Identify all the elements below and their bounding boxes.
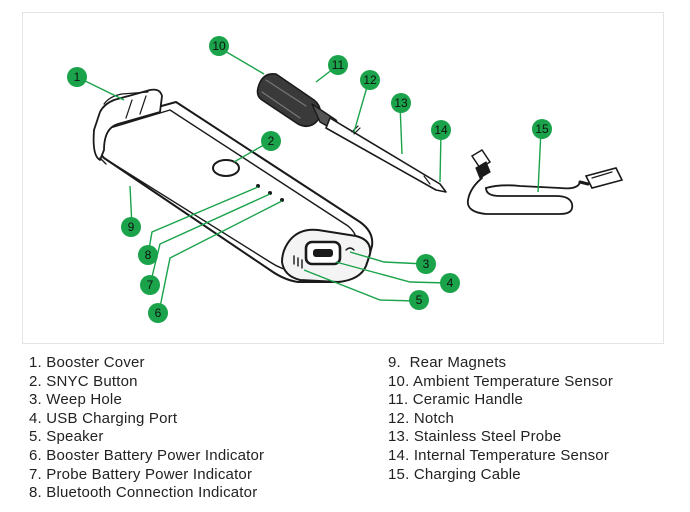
- legend-item: 11. Ceramic Handle: [388, 391, 524, 409]
- svg-text:6: 6: [155, 306, 162, 320]
- callout-5: 5: [409, 290, 429, 310]
- ceramic-handle: [256, 72, 322, 128]
- svg-text:3: 3: [423, 257, 430, 271]
- legend-item: 14. Internal Temperature Sensor: [388, 446, 610, 464]
- svg-text:13: 13: [394, 96, 408, 110]
- svg-text:14: 14: [434, 123, 448, 137]
- callout-2: 2: [261, 131, 281, 151]
- svg-text:5: 5: [416, 293, 423, 307]
- callout-7: 7: [140, 275, 160, 295]
- callout-6: 6: [148, 303, 168, 323]
- legend-item: 1. Booster Cover: [29, 354, 145, 371]
- legend-item: 8. Bluetooth Connection Indicator: [29, 484, 258, 502]
- legend-item: 2. SNYC Button: [29, 372, 138, 390]
- callout-8: 8: [138, 245, 158, 265]
- svg-text:4: 4: [447, 276, 454, 290]
- svg-text:2: 2: [268, 134, 275, 148]
- callout-15: 15: [532, 119, 552, 139]
- legend-item: 4. USB Charging Port: [29, 409, 178, 427]
- callout-10: 10: [209, 36, 229, 56]
- callout-1: 1: [67, 67, 87, 87]
- weep-hole: [345, 247, 355, 251]
- callout-13: 13: [391, 93, 411, 113]
- callout-12: 12: [360, 70, 380, 90]
- legend-item: 6. Booster Battery Power Indicator: [29, 446, 265, 464]
- probe-device: [256, 72, 447, 193]
- legend-item: 13. Stainless Steel Probe: [388, 428, 562, 446]
- svg-text:10: 10: [212, 39, 226, 53]
- booster-cover: [92, 88, 163, 161]
- legend-item: 9. Rear Magnets: [388, 354, 507, 371]
- svg-text:15: 15: [535, 122, 549, 136]
- callout-14: 14: [431, 120, 451, 140]
- callout-9: 9: [121, 217, 141, 237]
- legend-right: 9. Rear Magnets 10. Ambient Temperature …: [388, 354, 613, 484]
- svg-text:1: 1: [74, 70, 81, 84]
- charging-cable: [466, 148, 624, 215]
- svg-text:9: 9: [128, 220, 135, 234]
- legend-item: 15. Charging Cable: [388, 465, 521, 483]
- callout-3: 3: [416, 254, 436, 274]
- svg-text:7: 7: [147, 278, 154, 292]
- callout-4: 4: [440, 273, 460, 293]
- sync-button: [212, 159, 240, 177]
- legend-item: 3. Weep Hole: [29, 391, 123, 409]
- booster-device: [92, 88, 374, 283]
- legend-item: 10. Ambient Temperature Sensor: [388, 372, 614, 390]
- callout-11: 11: [328, 55, 348, 75]
- svg-text:11: 11: [332, 58, 345, 72]
- legend-item: 12. Notch: [388, 409, 455, 427]
- legend-left: 1. Booster Cover 2. SNYC Button 3. Weep …: [29, 354, 264, 503]
- legend-item: 7. Probe Battery Power Indicator: [29, 465, 253, 483]
- speaker-slits: [293, 255, 303, 269]
- legend-item: 5. Speaker: [29, 428, 104, 446]
- svg-text:8: 8: [145, 248, 152, 262]
- stainless-probe: [325, 117, 447, 193]
- svg-text:12: 12: [363, 73, 377, 87]
